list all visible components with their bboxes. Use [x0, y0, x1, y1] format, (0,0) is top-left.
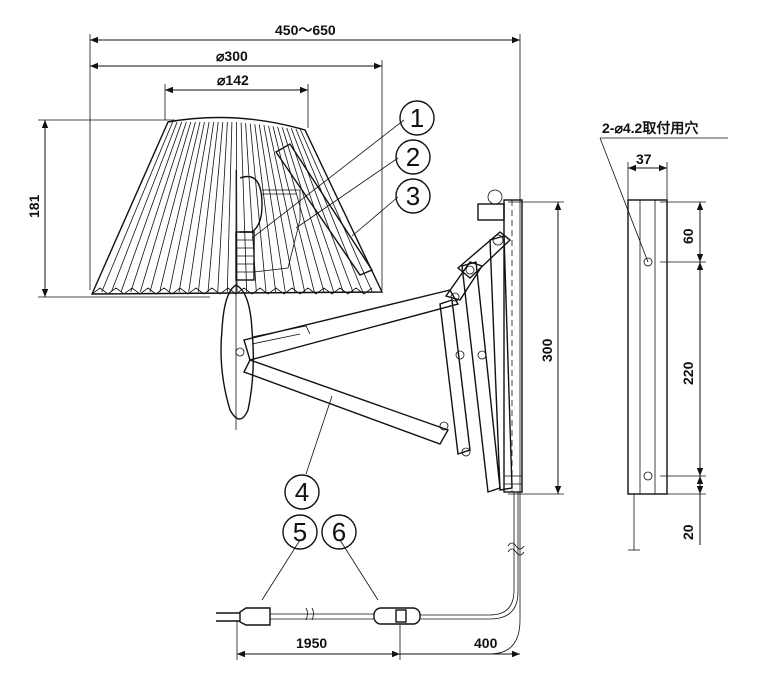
shade-pleat-line [240, 122, 248, 293]
shade-pleat-line [101, 121, 173, 293]
scissor-arm [243, 231, 513, 493]
shade-pleat-line [178, 121, 210, 293]
callout-5: 5 [282, 514, 318, 550]
callout-4-label: 4 [295, 477, 309, 507]
lamp-shade [90, 116, 384, 295]
mounting-holes-label: 2-⌀4.2取付用穴 [602, 120, 698, 136]
shade-pleat-line [197, 121, 219, 293]
hole-top-label: 60 [680, 228, 696, 244]
shade-pleat-line [258, 124, 286, 293]
shade-pleat-line [300, 129, 373, 293]
shade-pleat-line [263, 125, 296, 293]
callout-leaders [251, 119, 405, 601]
callout-6-label: 6 [332, 517, 346, 547]
shade-pleat-line [226, 121, 233, 293]
shade-pleat-line [130, 121, 187, 293]
shade-pleat-line [254, 124, 277, 293]
shade-pleat-line [295, 128, 364, 293]
callout-4: 4 [284, 474, 320, 510]
shade-pleat-line [277, 126, 325, 293]
shade-pleat-line [120, 121, 183, 293]
cord-length-label: 1950 [296, 635, 327, 651]
shade-pleat-line [159, 121, 201, 293]
cord-offset-label: 400 [474, 635, 498, 651]
top-diameter-label: ⌀142 [217, 72, 249, 88]
hole-bottom-label: 20 [680, 524, 696, 540]
hole-spacing-label: 220 [680, 361, 696, 385]
callout-1: 1 [399, 100, 435, 136]
plate-width-label: 37 [636, 151, 652, 167]
shade-stay-rod [274, 143, 374, 276]
shade-pleat-line [168, 121, 205, 293]
overall-width-label: 450〜650 [275, 22, 336, 38]
cord-assembly [216, 492, 525, 626]
shade-pleat-line [110, 121, 178, 293]
side-mounting-plate [627, 199, 668, 551]
dimension-labels: 450〜650 ⌀300 ⌀142 181 300 1950 400 37 60… [26, 22, 698, 651]
callout-1-label: 1 [410, 103, 424, 133]
shade-diameter-label: ⌀300 [216, 48, 248, 64]
shade-pleat-line [188, 121, 215, 293]
dimension-lines [38, 34, 706, 660]
shade-pleat-line [149, 121, 196, 293]
shade-pleat-line [272, 126, 315, 293]
shade-height-label: 181 [26, 194, 42, 218]
callout-5-label: 5 [293, 517, 307, 547]
shade-pleat-line [207, 121, 224, 293]
callout-2: 2 [395, 139, 431, 175]
shade-pleat-line [139, 121, 192, 293]
wooden-handle [220, 170, 255, 430]
callout-6: 6 [321, 514, 357, 550]
shade-pleat-line [249, 123, 267, 293]
shade-pleat-line [268, 125, 306, 293]
callout-3: 3 [395, 178, 431, 214]
callout-3-label: 3 [406, 181, 420, 211]
callout-2-label: 2 [406, 142, 420, 172]
wall-bracket [477, 189, 523, 493]
shade-pleat-line [281, 127, 335, 293]
arm-height-label: 300 [539, 338, 555, 362]
shade-pleat-line [217, 121, 228, 293]
